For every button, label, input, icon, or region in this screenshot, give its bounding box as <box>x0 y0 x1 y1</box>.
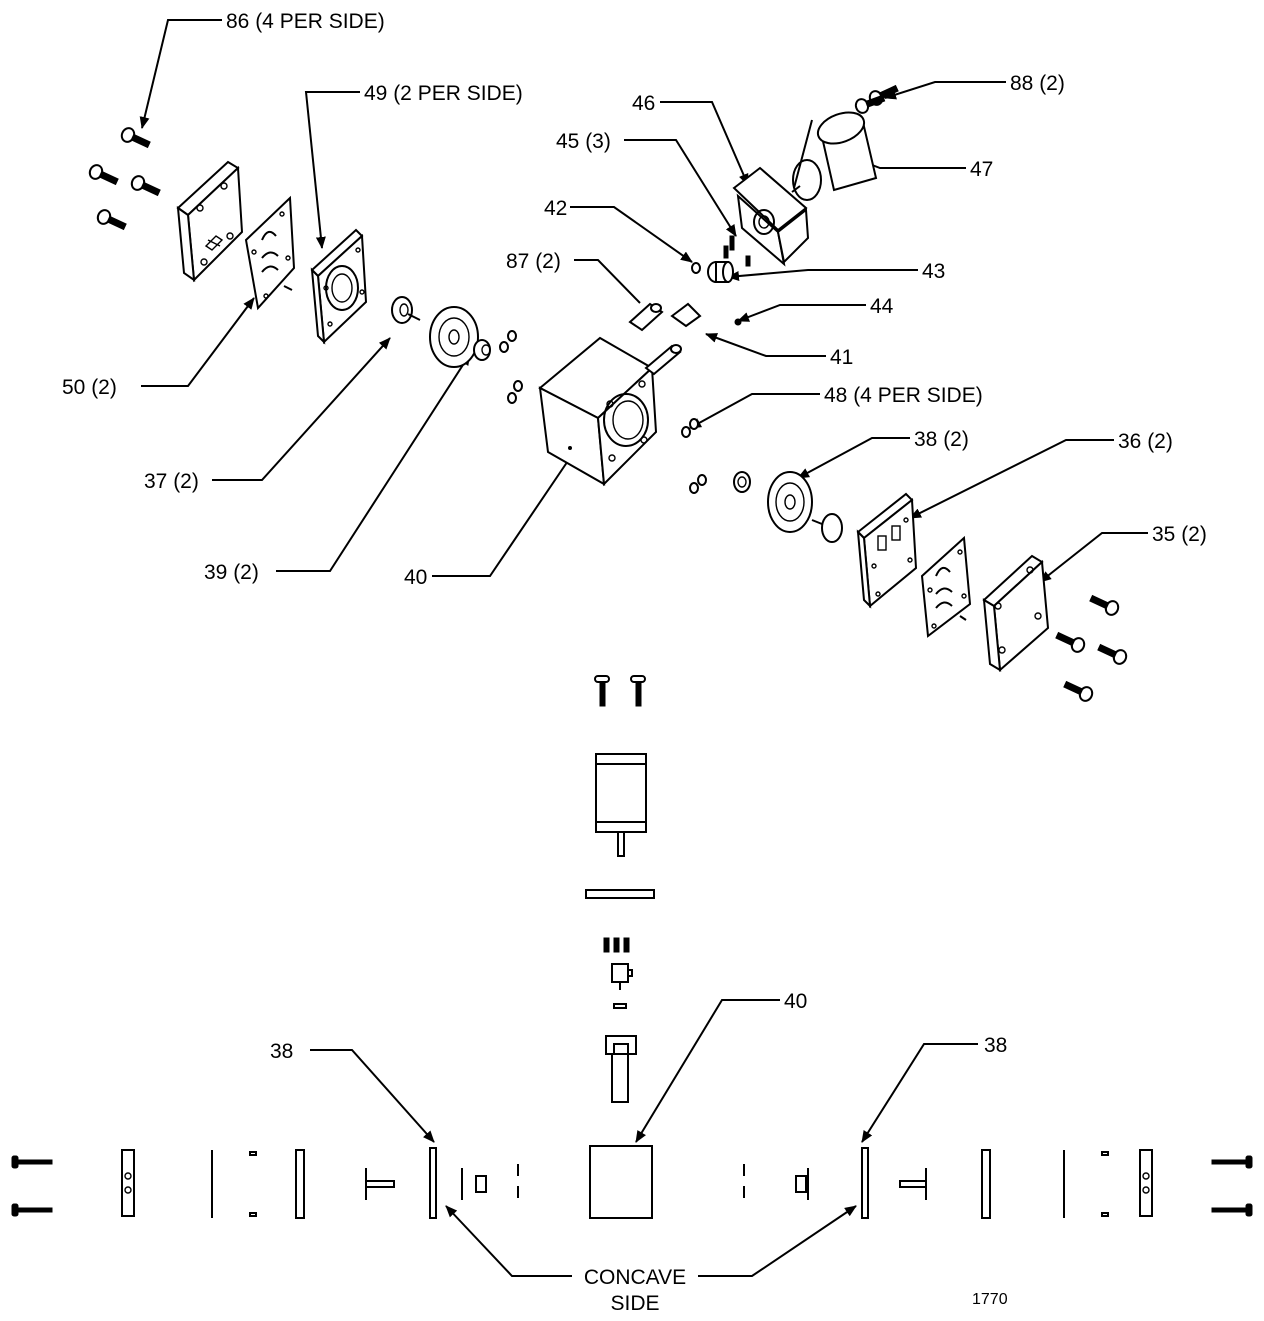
coupling-parts <box>707 235 751 326</box>
motor-47-iso <box>791 84 899 201</box>
screw-86-group <box>88 127 161 231</box>
callout-48: 48 (4 PER SIDE) <box>824 384 983 407</box>
callout-49: 49 (2 PER SIDE) <box>364 82 523 105</box>
left-end-cover <box>176 160 244 283</box>
motor-plate-46 <box>732 166 810 267</box>
callout-86: 86 (4 PER SIDE) <box>226 10 385 33</box>
callout-38-right: 38 <box>984 1034 1007 1057</box>
right-end-cover <box>982 554 1050 673</box>
center-block-40-iso <box>538 336 658 487</box>
right-horizontal-stack <box>743 1147 1253 1219</box>
right-valve-gasket <box>920 535 972 638</box>
right-diaphragm-parts <box>733 471 843 543</box>
callout-88: 88 (2) <box>1010 72 1065 95</box>
upper-callouts: 86 (4 PER SIDE) 49 (2 PER SIDE) 88 (2) 4… <box>62 10 1207 589</box>
right-pump-head <box>856 492 918 609</box>
shaft-parts <box>628 262 702 376</box>
leader-lines <box>139 19 1148 583</box>
callout-45: 45 (3) <box>556 130 611 153</box>
callout-39: 39 (2) <box>204 561 259 584</box>
center-block-40-front <box>589 1145 653 1219</box>
drawing-number: 1770 <box>972 1291 1008 1308</box>
left-pump-head <box>310 228 368 345</box>
right-orings <box>681 418 707 494</box>
callout-35: 35 (2) <box>1152 523 1207 546</box>
vertical-stack <box>585 675 655 1103</box>
left-horizontal-stack <box>11 1147 519 1219</box>
callout-87: 87 (2) <box>506 250 561 273</box>
callout-43: 43 <box>922 260 945 283</box>
left-valve-gasket <box>244 195 296 311</box>
callout-38-left: 38 <box>270 1040 293 1063</box>
screw-right-group <box>1055 594 1128 702</box>
concave-label-line2: SIDE <box>610 1292 659 1315</box>
callout-40-top: 40 <box>404 566 427 589</box>
callout-42: 42 <box>544 197 567 220</box>
callout-41: 41 <box>830 346 853 369</box>
callout-50: 50 (2) <box>62 376 117 399</box>
callout-44: 44 <box>870 295 894 318</box>
lower-callouts: 40 38 38 CONCAVE SIDE 1770 <box>270 990 1008 1315</box>
lower-leader-lines <box>310 999 978 1277</box>
callout-40-bottom: 40 <box>784 990 807 1013</box>
callout-36: 36 (2) <box>1118 430 1173 453</box>
callout-47: 47 <box>970 158 993 181</box>
callout-38-top: 38 (2) <box>914 428 969 451</box>
callout-37: 37 (2) <box>144 470 199 493</box>
left-diaphragm-parts <box>391 296 523 404</box>
callout-46: 46 <box>632 92 655 115</box>
concave-label-line1: CONCAVE <box>584 1266 686 1289</box>
